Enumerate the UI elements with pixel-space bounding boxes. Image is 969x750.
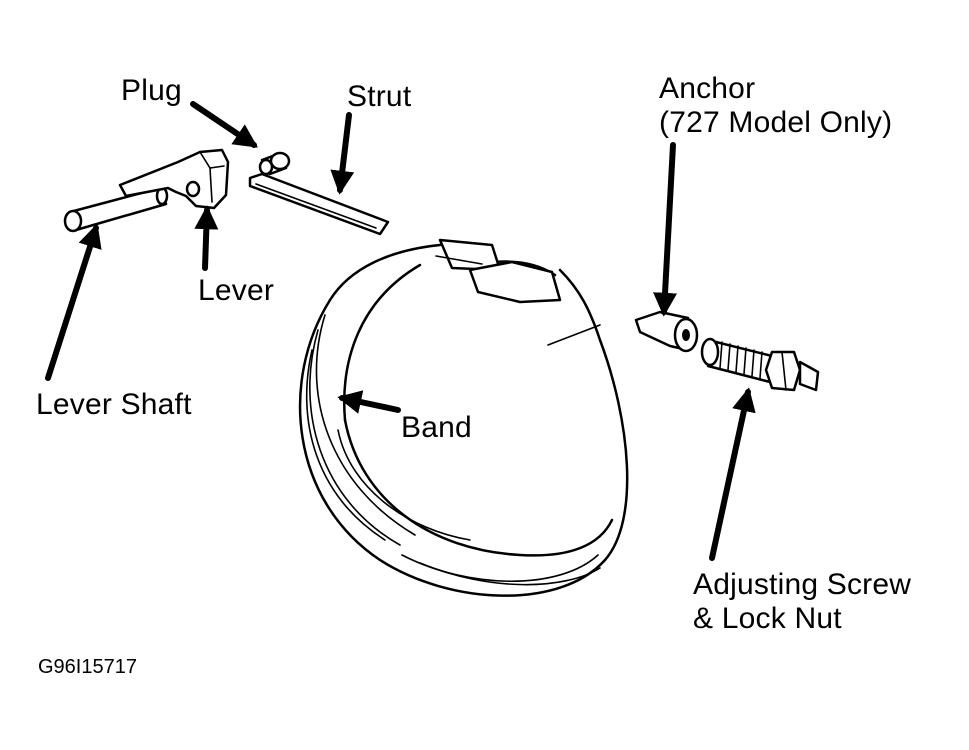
lever-label: Lever bbox=[198, 274, 275, 307]
anchor-part bbox=[634, 310, 699, 353]
plug-part bbox=[258, 151, 291, 176]
lever-shaft-arrow bbox=[45, 223, 102, 381]
lever-shaft-label: Lever Shaft bbox=[36, 388, 192, 421]
adjusting-screw-arrow bbox=[709, 387, 756, 561]
anchor-model-note: (727 Model Only) bbox=[659, 106, 893, 139]
lock-nut-label: & Lock Nut bbox=[693, 602, 842, 635]
anchor-label: Anchor bbox=[659, 72, 756, 105]
adjusting-screw-part bbox=[700, 337, 820, 392]
leader-arrows bbox=[45, 101, 756, 561]
band-part bbox=[298, 238, 629, 597]
adjusting-screw-label: Adjusting Screw bbox=[693, 568, 912, 601]
strut-arrow bbox=[330, 112, 355, 195]
lever-shaft-part bbox=[63, 186, 169, 233]
lever-part bbox=[118, 148, 230, 210]
band-arrow bbox=[337, 390, 401, 414]
plug-label: Plug bbox=[121, 74, 182, 107]
strut-part bbox=[248, 172, 390, 236]
figure-id: G96I15717 bbox=[38, 656, 137, 678]
lever-arrow bbox=[194, 205, 219, 271]
band-label: Band bbox=[401, 411, 472, 444]
anchor-arrow bbox=[653, 142, 678, 317]
strut-label: Strut bbox=[347, 80, 412, 113]
plug-arrow bbox=[190, 101, 258, 148]
